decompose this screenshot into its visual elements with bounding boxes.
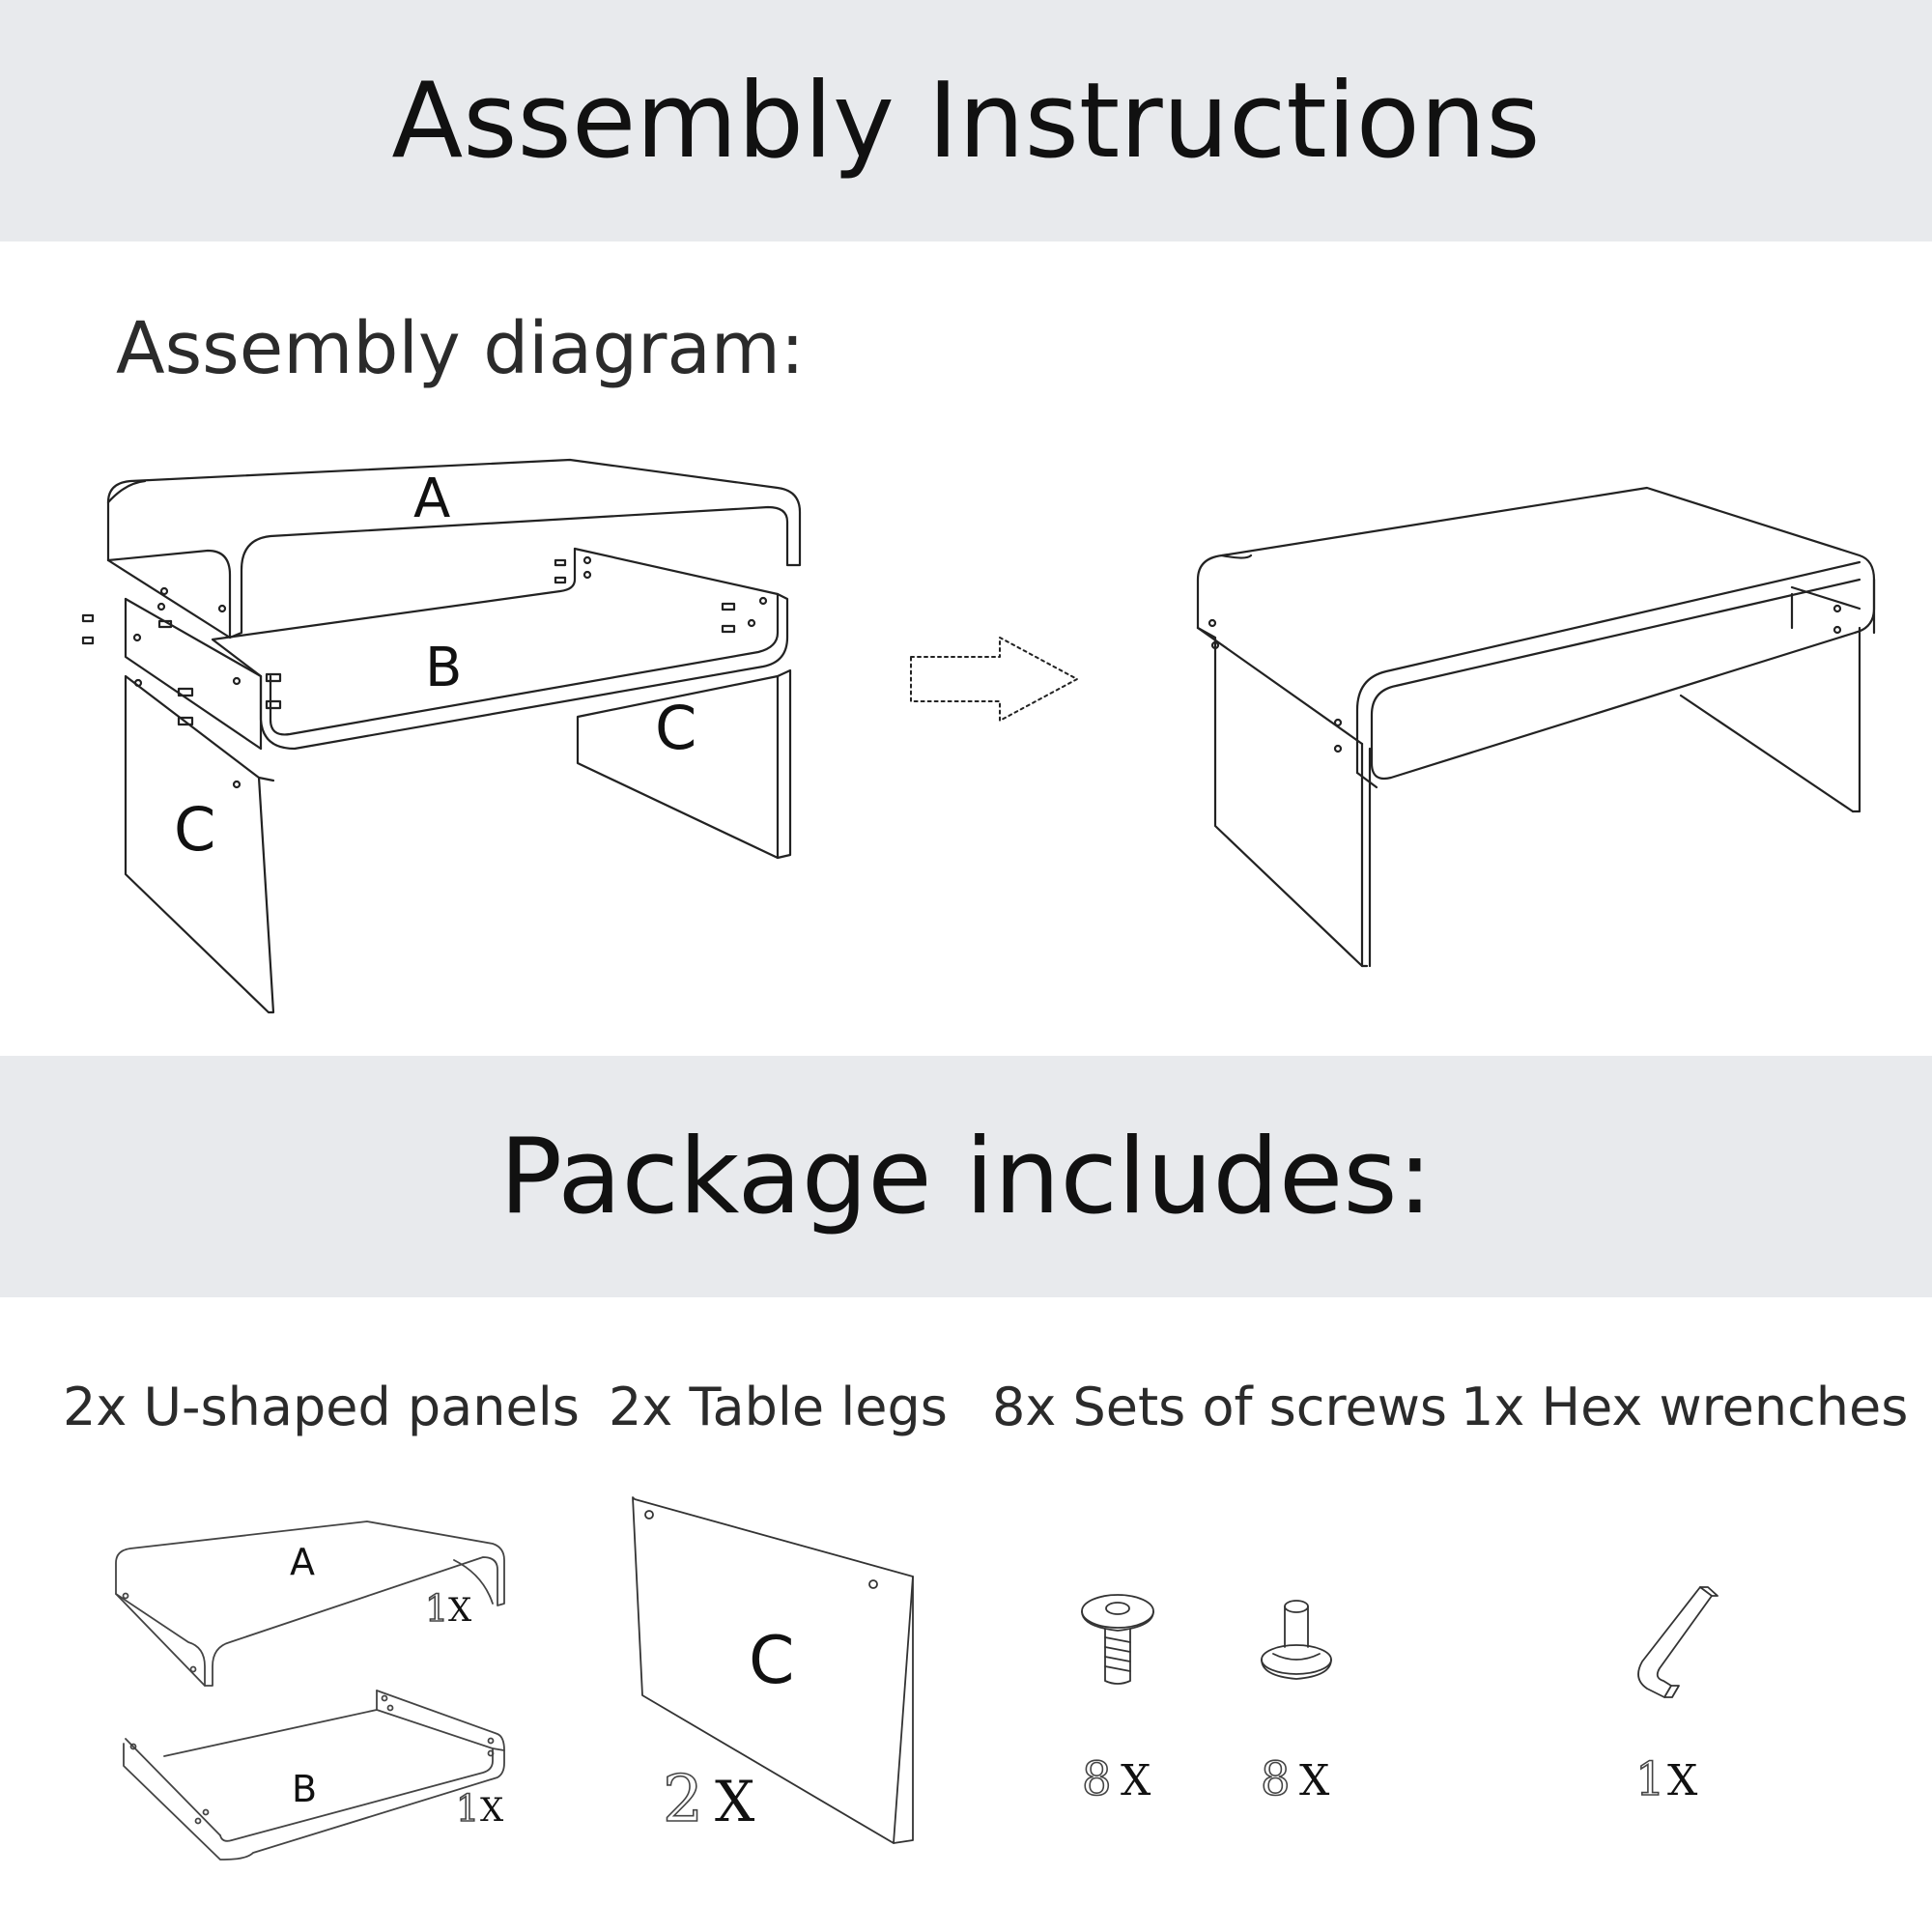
panel-a-exploded bbox=[106, 458, 802, 639]
header-band: Assembly Instructions bbox=[0, 0, 1932, 242]
assembly-diagram-title: Assembly diagram: bbox=[116, 307, 805, 390]
assembled-table bbox=[1196, 486, 1876, 968]
label-part-a: A bbox=[413, 468, 450, 530]
label-part-b: B bbox=[425, 637, 462, 699]
arrow-icon bbox=[910, 637, 1078, 722]
package-item-u-panels: 2x U-shaped panels bbox=[63, 1377, 580, 1437]
label-part-c-right: C bbox=[655, 693, 696, 763]
package-item-table-legs: 2x Table legs bbox=[609, 1377, 948, 1437]
package-title: Package includes: bbox=[499, 1116, 1433, 1237]
package-band: Package includes: bbox=[0, 1056, 1932, 1297]
page-title: Assembly Instructions bbox=[391, 60, 1541, 182]
label-part-c-left: C bbox=[174, 794, 215, 865]
leg-c-left-exploded bbox=[124, 674, 275, 1014]
package-item-screws: 8x Sets of screws bbox=[992, 1377, 1448, 1437]
panel-b-exploded bbox=[81, 547, 789, 751]
leg-c-right-exploded bbox=[576, 668, 792, 860]
package-item-hex-wrenches: 1x Hex wrenches bbox=[1461, 1377, 1909, 1437]
